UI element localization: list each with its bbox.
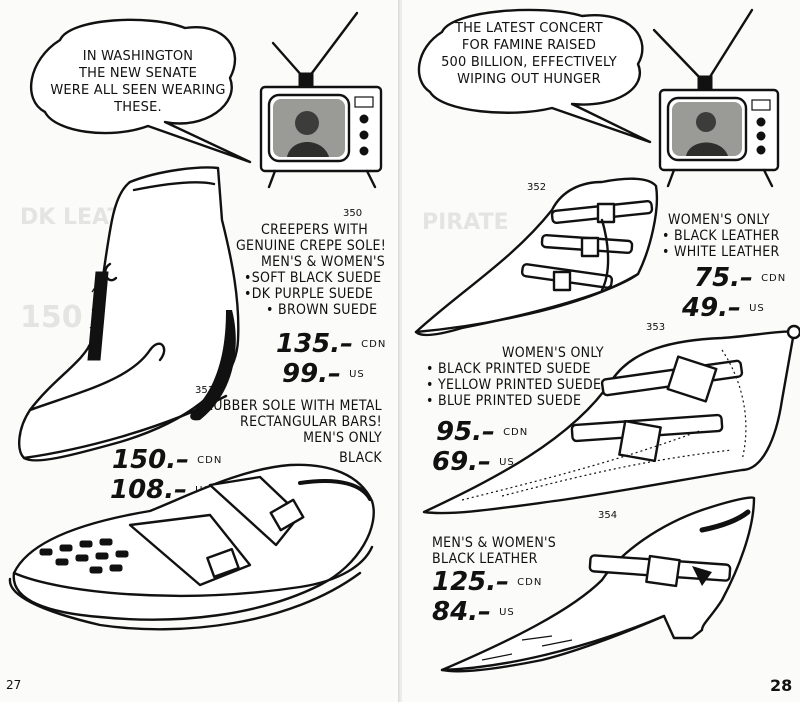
description-line: •SOFT BLACK SUEDE (244, 270, 382, 286)
description-line: • BLUE PRINTED SUEDE (426, 393, 582, 409)
item-350-description: CREEPERS WITH GENUINE CREPE SOLE! MEN'S … (236, 222, 386, 318)
description-line: • BROWN SUEDE (266, 302, 378, 318)
price-value: 99.– (282, 359, 342, 389)
description-line: •DK PURPLE SUEDE (244, 286, 374, 302)
item-number: 350 (343, 208, 363, 219)
item-number: 352 (527, 182, 547, 193)
price-value: 95.– (436, 417, 496, 447)
currency-label: US (499, 606, 515, 618)
currency-label: CDN (361, 338, 387, 350)
creeper-boot-illustration (18, 166, 240, 462)
description-line: MEN'S & WOMEN'S (432, 535, 557, 551)
pointed-buckle-boot-illustration (414, 177, 659, 337)
bubble-line: THE LATEST CONCERT (455, 21, 603, 36)
speech-bubble-icon (417, 8, 652, 144)
book-gutter (398, 0, 404, 702)
television-icon (652, 8, 780, 188)
page-number: 28 (770, 676, 793, 695)
description-line: • BLACK LEATHER (662, 228, 780, 244)
price-cdn: 125.– CDN (432, 568, 542, 597)
currency-label: US (749, 302, 765, 314)
item-number: 351 (195, 385, 215, 396)
description-line: MEN'S ONLY (303, 430, 382, 446)
left-page: DK LEATHER 150 IN WASHINGTON THE NEW SEN… (6, 11, 386, 692)
item-354-description: MEN'S & WOMEN'S BLACK LEATHER (432, 535, 556, 567)
bubble-line: 500 BILLION, EFFECTIVELY (441, 55, 617, 70)
bubble-line: WIPING OUT HUNGER (457, 72, 601, 87)
description-line: WOMEN'S ONLY (668, 212, 770, 228)
price-cdn: 150.– CDN (112, 446, 222, 475)
currency-label: US (499, 456, 515, 468)
item-number: 354 (598, 510, 618, 521)
speech-bubble-text: THE LATEST CONCERT FOR FAMINE RAISED 500… (424, 20, 634, 88)
price-us: 108.–US (110, 476, 211, 505)
price-value: 69.– (432, 447, 492, 477)
description-line: BLACK (339, 450, 382, 466)
item-353-description: WOMEN'S ONLY • BLACK PRINTED SUEDE • YEL… (426, 345, 604, 409)
buckle-shoe-illustration (8, 463, 375, 631)
right-page: PIRATE THE LATEST CONCERT FOR FAMINE RAI… (402, 0, 800, 702)
bubble-line: THESE. (114, 100, 162, 115)
currency-label: CDN (761, 272, 787, 284)
currency-label: CDN (517, 576, 543, 588)
price-us: 99.– US (282, 360, 365, 389)
price-us: 69.– US (432, 448, 515, 477)
description-line: CREEPERS WITH (261, 222, 368, 238)
description-line: • WHITE LEATHER (662, 244, 780, 260)
currency-label: CDN (503, 426, 529, 438)
item-352-description: WOMEN'S ONLY • BLACK LEATHER • WHITE LEA… (662, 212, 780, 260)
description-line: • YELLOW PRINTED SUEDE (426, 377, 602, 393)
currency-label: CDN (197, 454, 223, 466)
price-value: 135.– (276, 329, 354, 359)
show-through-text: 150 (20, 300, 83, 335)
item-number: 353 (646, 322, 666, 333)
pointed-buckle-boot-illustration (422, 324, 800, 515)
currency-label: US (349, 368, 365, 380)
bubble-line: FOR FAMINE RAISED (461, 38, 597, 53)
show-through-text: PIRATE (422, 210, 509, 235)
bubble-line: THE NEW SENATE (78, 66, 198, 81)
description-line: BLACK LEATHER (432, 551, 538, 567)
description-line: WOMEN'S ONLY (502, 345, 604, 361)
description-line: MEN'S & WOMEN'S (261, 254, 386, 270)
price-cdn: 95.– CDN (436, 418, 528, 447)
speech-bubble-text: IN WASHINGTON THE NEW SENATE WERE ALL SE… (48, 48, 228, 116)
page-number: 27 (6, 678, 22, 692)
price-cdn: 135.– CDN (276, 330, 386, 359)
price-cdn: 75.– CDN (694, 264, 786, 293)
bubble-line: WERE ALL SEEN WEARING (50, 83, 226, 98)
bubble-line: IN WASHINGTON (82, 49, 194, 64)
price-value: 150.– (112, 445, 190, 475)
speech-bubble-icon (30, 18, 252, 164)
price-value: 125.– (432, 567, 510, 597)
description-line: RECTANGULAR BARS! (240, 414, 382, 430)
price-value: 108.– (110, 475, 188, 505)
television-icon (259, 11, 383, 189)
price-value: 84.– (432, 597, 492, 627)
item-351-description: RUBBER SOLE WITH METAL RECTANGULAR BARS!… (186, 398, 382, 466)
price-value: 49.– (682, 293, 742, 323)
pointed-buckle-heel-illustration (440, 496, 756, 673)
price-us: 84.– US (432, 598, 515, 627)
description-line: • BLACK PRINTED SUEDE (426, 361, 591, 377)
description-line: GENUINE CREPE SOLE! (236, 238, 387, 254)
price-us: 49.– US (682, 294, 765, 323)
description-line: RUBBER SOLE WITH METAL (204, 398, 382, 414)
price-value: 75.– (694, 263, 754, 293)
